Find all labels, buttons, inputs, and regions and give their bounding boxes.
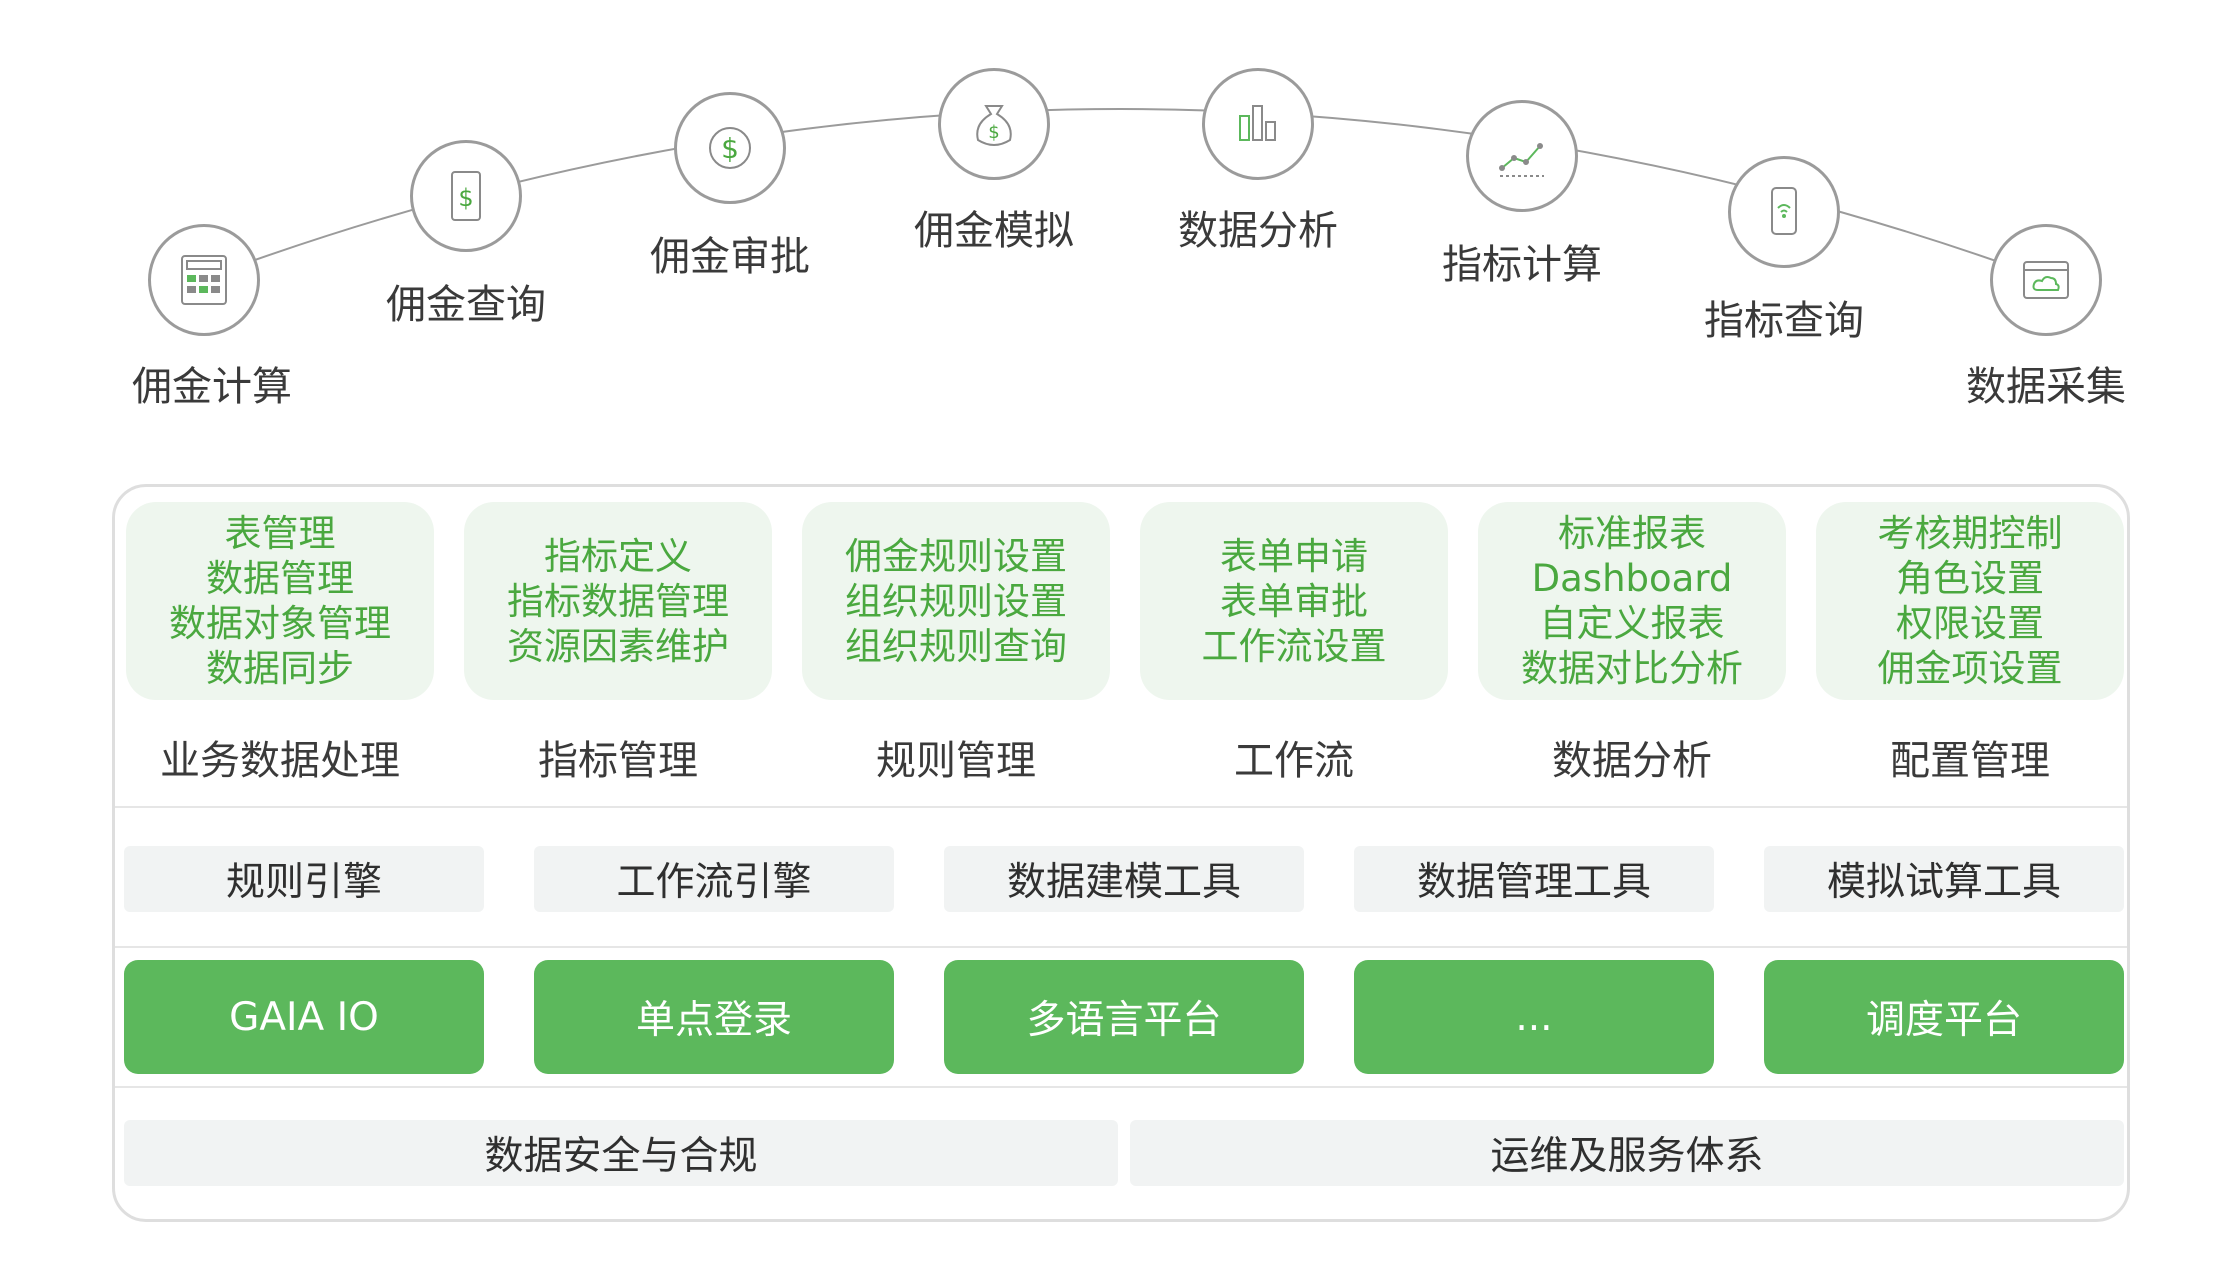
- arc-node-7: [1990, 224, 2102, 336]
- module-card-4: 标准报表 Dashboard 自定义报表 数据对比分析: [1478, 502, 1786, 700]
- platform-gaia-io: GAIA IO: [124, 960, 484, 1074]
- arc-label-6: 指标查询: [1704, 298, 1864, 344]
- module-item: 组织规则设置: [845, 579, 1067, 623]
- row-divider: [115, 1086, 2127, 1088]
- calculator-icon: [181, 255, 227, 305]
- module-card-5: 考核期控制 角色设置 权限设置 佣金项设置: [1816, 502, 2124, 700]
- money-bag-icon: $: [976, 105, 1012, 146]
- arc-label-1: 佣金查询: [386, 282, 546, 328]
- platform-more: ...: [1354, 960, 1714, 1074]
- module-card-1: 指标定义 指标数据管理 资源因素维护: [464, 502, 772, 700]
- tool-rule-engine: 规则引擎: [124, 846, 484, 912]
- module-item: Dashboard: [1531, 557, 1733, 600]
- module-item: 表单审批: [1220, 579, 1368, 623]
- module-item: 佣金规则设置: [845, 534, 1067, 578]
- module-item: 资源因素维护: [507, 624, 729, 668]
- tool-workflow-engine: 工作流引擎: [534, 846, 894, 912]
- module-item: 佣金项设置: [1877, 647, 2063, 690]
- module-item: 数据对比分析: [1521, 647, 1743, 690]
- tool-simulation: 模拟试算工具: [1764, 846, 2124, 912]
- tool-data-modeling: 数据建模工具: [944, 846, 1304, 912]
- module-item: 角色设置: [1896, 557, 2044, 600]
- module-item: 自定义报表: [1539, 602, 1725, 645]
- arc-node-6: [1728, 156, 1840, 268]
- arc-label-5: 指标计算: [1442, 242, 1602, 288]
- arc-label-7: 数据采集: [1966, 364, 2126, 410]
- module-title-1: 指标管理: [538, 738, 698, 784]
- arc-label-0: 佣金计算: [132, 364, 292, 410]
- module-item: 工作流设置: [1201, 624, 1387, 668]
- architecture-frame: [112, 484, 2130, 1222]
- tool-data-management: 数据管理工具: [1354, 846, 1714, 912]
- dollar-coin-icon: $: [709, 127, 751, 169]
- arc-node-1: $: [410, 140, 522, 252]
- module-title-5: 配置管理: [1890, 738, 2050, 784]
- cloud-browser-icon: [2023, 261, 2069, 299]
- row-divider: [115, 946, 2127, 948]
- platform-i18n: 多语言平台: [944, 960, 1304, 1074]
- arc-node-3: $: [938, 68, 1050, 180]
- platform-scheduler: 调度平台: [1764, 960, 2124, 1074]
- trend-line-icon: [1499, 143, 1544, 177]
- module-item: 组织规则查询: [845, 624, 1067, 668]
- base-security-compliance: 数据安全与合规: [124, 1120, 1118, 1186]
- module-card-2: 佣金规则设置 组织规则设置 组织规则查询: [802, 502, 1110, 700]
- module-item: 表管理: [224, 512, 336, 555]
- svg-text:$: $: [721, 132, 739, 165]
- bar-chart-icon: [1239, 105, 1276, 141]
- module-title-0: 业务数据处理: [160, 738, 400, 784]
- module-title-3: 工作流: [1234, 738, 1354, 784]
- arc-label-3: 佣金模拟: [914, 208, 1074, 254]
- base-ops-service: 运维及服务体系: [1130, 1120, 2124, 1186]
- module-card-0: 表管理 数据管理 数据对象管理 数据同步: [126, 502, 434, 700]
- module-item: 数据管理: [206, 557, 354, 600]
- module-title-4: 数据分析: [1552, 738, 1712, 784]
- module-item: 标准报表: [1558, 512, 1706, 555]
- mobile-wifi-icon: [1771, 187, 1797, 235]
- module-item: 数据同步: [206, 647, 354, 690]
- svg-text:$: $: [458, 184, 473, 212]
- module-item: 表单申请: [1220, 534, 1368, 578]
- receipt-dollar-icon: $: [451, 171, 481, 221]
- svg-text:$: $: [988, 122, 999, 143]
- module-title-2: 规则管理: [876, 738, 1036, 784]
- module-card-3: 表单申请 表单审批 工作流设置: [1140, 502, 1448, 700]
- arc-connector: [204, 108, 2045, 279]
- arc-node-5: [1466, 100, 1578, 212]
- arc-label-2: 佣金审批: [650, 234, 810, 280]
- platform-sso: 单点登录: [534, 960, 894, 1074]
- module-item: 考核期控制: [1877, 512, 2063, 555]
- arc-node-4: [1202, 68, 1314, 180]
- arc-node-0: [148, 224, 260, 336]
- module-item: 数据对象管理: [169, 602, 391, 645]
- module-item: 指标数据管理: [507, 579, 729, 623]
- module-item: 指标定义: [544, 534, 692, 578]
- module-item: 权限设置: [1896, 602, 2044, 645]
- arc-label-4: 数据分析: [1178, 208, 1338, 254]
- row-divider: [115, 806, 2127, 808]
- arc-node-2: $: [674, 92, 786, 204]
